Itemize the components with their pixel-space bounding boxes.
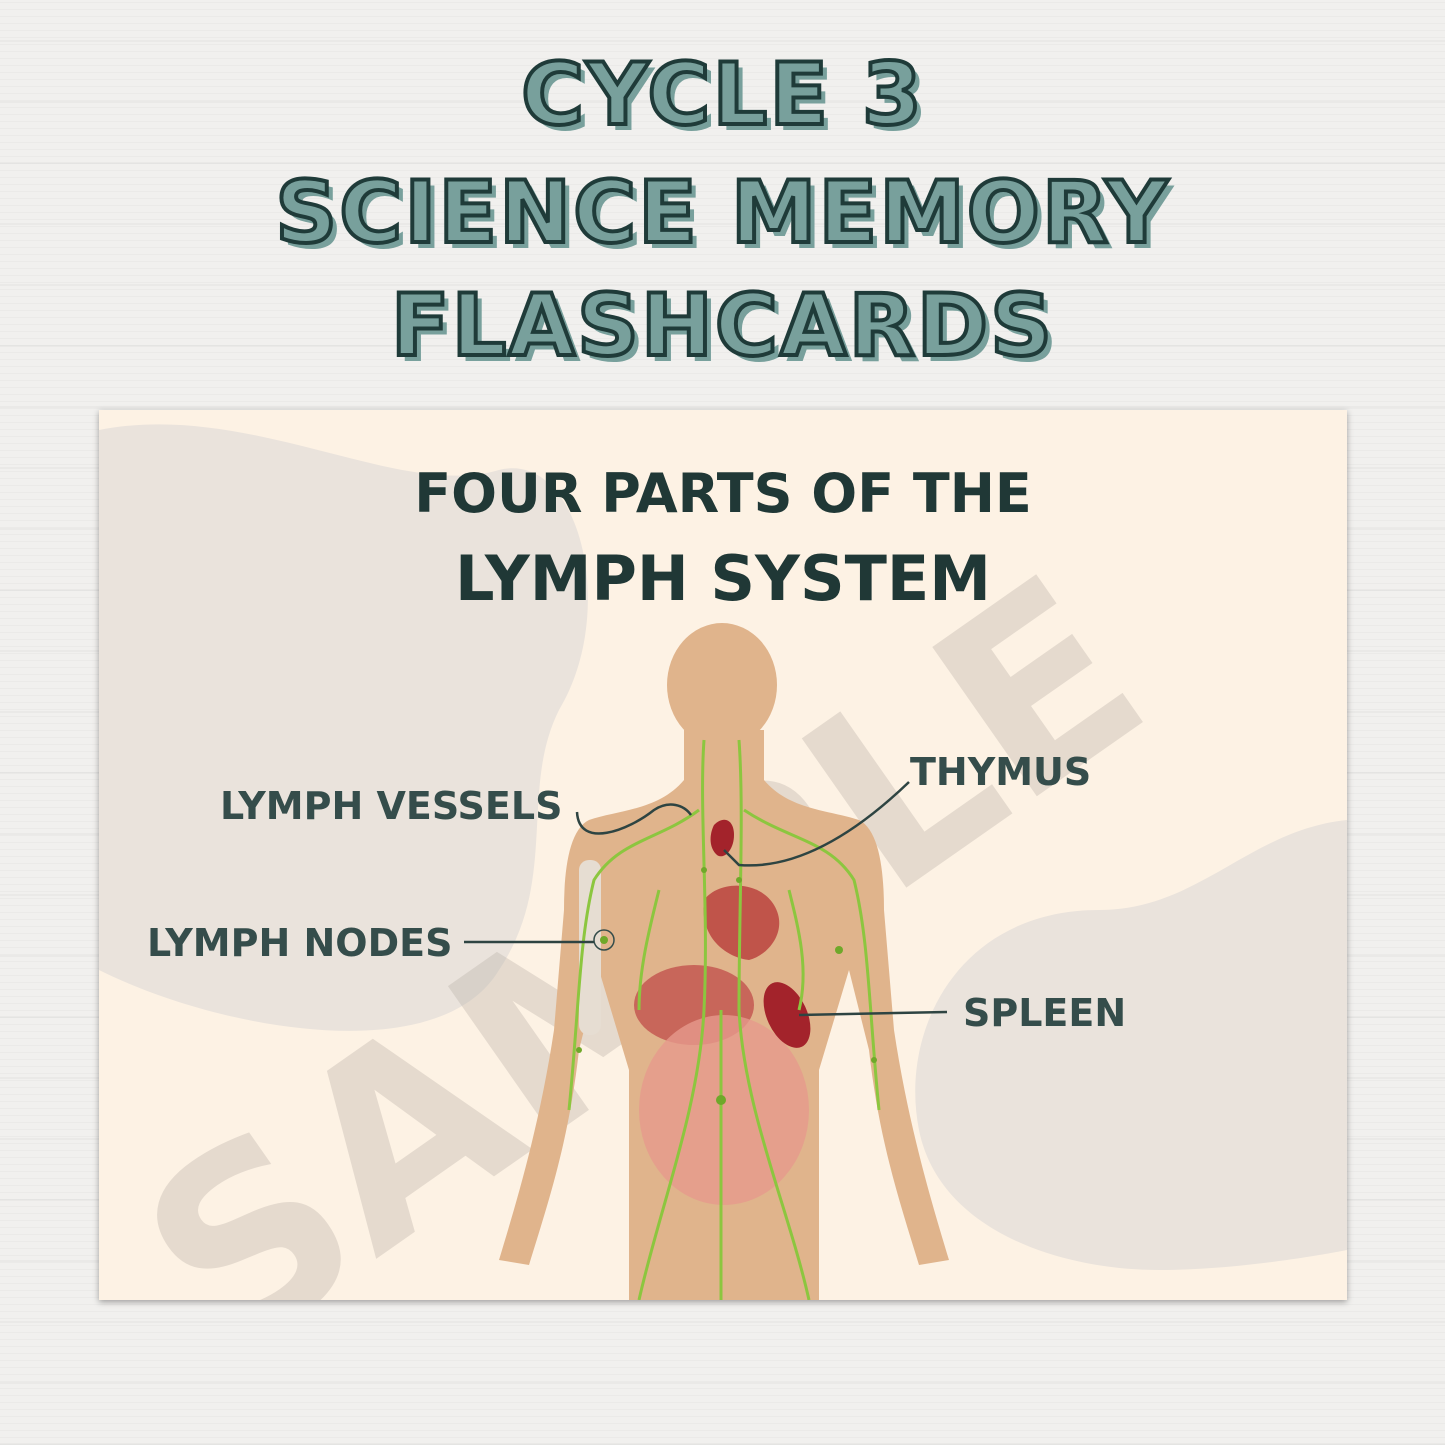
hero-title-line-3: FLASHCARDS	[389, 276, 1055, 376]
hero-title-line-1: CYCLE 3	[519, 45, 924, 145]
arm-bone	[579, 860, 601, 1035]
thymus-arrow	[723, 781, 910, 867]
hero-title-line-2: SCIENCE MEMORY	[273, 163, 1170, 263]
intestines	[639, 1015, 809, 1205]
label-spleen: SPLEEN	[963, 991, 1127, 1035]
lymph-nodes	[576, 867, 877, 1105]
lymph-vessels	[567, 739, 881, 1300]
thymus	[710, 819, 734, 857]
lymph-diagram: SAMPLE	[99, 424, 1347, 1300]
label-lymph-vessels: LYMPH VESSELS	[220, 784, 563, 828]
flashcard: SAMPLE FOUR PAR	[99, 410, 1347, 1300]
background-blob-right	[915, 820, 1347, 1270]
background-blob-left	[99, 424, 588, 1031]
card-title-line-1: FOUR PARTS OF THE	[414, 462, 1032, 525]
node-highlight-circle	[593, 929, 615, 951]
card-title-line-2: LYMPH SYSTEM	[455, 542, 991, 615]
vessels-arrow	[575, 803, 693, 835]
label-arrows	[464, 781, 948, 1017]
label-lymph-nodes: LYMPH NODES	[147, 921, 453, 965]
label-thymus: THYMUS	[910, 750, 1092, 794]
spleen	[763, 982, 811, 1048]
spleen-arrow	[798, 1010, 948, 1017]
